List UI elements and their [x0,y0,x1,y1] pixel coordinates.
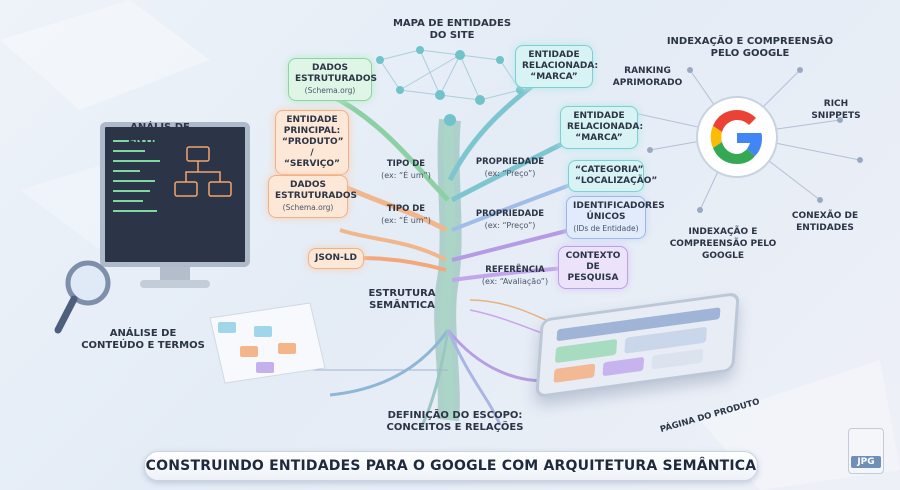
reference-label-title: REFERÊNCIA [485,265,545,275]
property-label-1: PROPRIEDADE (ex: “Preço”) [472,156,548,180]
jpg-file-icon: JPG [848,428,884,474]
entity-analysis-label: ANÁLIS DE ENTIDADES [127,122,193,145]
semantic-structure-label: ESTRUTURA SEMÂNTICA [368,288,436,311]
flowchart-card-graphic [209,302,326,384]
related-entity-box-1: ENTIDADE RELACIONADA: “MARCA” [515,45,598,88]
category-location-box: “CATEGORIA” “LOCALIZAÇÃO” [568,160,657,192]
unique-identifiers-title: IDENTIFICADORES ÚNICOS [573,201,665,222]
type-of-label-2-title: TIPO DE [386,204,426,214]
unique-identifiers-box: IDENTIFICADORES ÚNICOS (IDs de Entidade) [566,196,665,239]
type-of-label-2-sub: (ex: “É um”) [381,216,431,225]
ranking-label: RANKING APRIMORADO [612,66,683,88]
jpg-file-badge: JPG [851,456,881,468]
reference-label: REFERÊNCIA (ex: “Avaliação”) [470,264,560,288]
google-logo-icon [696,96,778,178]
unique-identifiers-sub: (IDs de Entidade) [573,224,639,233]
main-entity-box: ENTIDADE PRINCIPAL: “PRODUTO” / “SERVIÇO… [275,110,349,175]
code-diagram-graphic [113,140,232,212]
property-label-2-title: PROPRIEDADE [475,209,545,219]
rich-snippets-label: RICH SNIPPETS [811,99,861,121]
structured-data-box-1-sub: (Schema.org) [304,86,356,95]
type-of-label-1-title: TIPO DE [386,159,426,169]
type-of-label-2: TIPO DE (ex: “É um”) [368,203,444,227]
structured-data-box-2-title: DADOS ESTRUTURADOS [275,180,357,201]
reference-label-sub: (ex: “Avaliação”) [481,277,549,286]
entity-connection-label: CONEXÃO DE ENTIDADES [791,211,859,233]
property-label-2-sub: (ex: “Preço”) [484,221,536,230]
structured-data-box-1-title: DADOS ESTRUTURADOS [295,63,377,84]
property-label-1-sub: (ex: “Preço”) [484,169,536,178]
structured-data-box-2-sub: (Schema.org) [282,203,334,212]
structured-data-box-1: DADOS ESTRUTURADOS (Schema.org) [288,58,377,101]
jsonld-box: JSON-LD [308,248,364,269]
search-context-box: CONTEXTO DE PESQUISA [558,246,628,289]
content-analysis-label: ANÁLISE DE CONTEÚDO E TERMOS [81,328,205,351]
site-map-label: MAPA DE ENTIDADES DO SITE [392,18,512,41]
property-label-2: PROPRIEDADE (ex: “Preço”) [472,208,548,232]
magnifier-icon [54,260,111,334]
google-indexing-label: INDEXAÇÃO E COMPREENSÃO PELO GOOGLE [669,227,777,261]
computer-monitor-illustration [100,122,250,292]
type-of-label-1: TIPO DE (ex: “É um”) [368,158,444,182]
title-banner: CONSTRUINDO ENTIDADES PARA O GOOGLE COM … [144,451,758,481]
scope-definition-label: DEFINIÇÃO DO ESCOPO: CONCEITOS E RELAÇÕE… [386,410,524,433]
related-entity-box-2: ENTIDADE RELACIONADA: “MARCA” [560,106,643,149]
type-of-label-1-sub: (ex: “É um”) [381,171,431,180]
code-screen [100,122,250,267]
structured-data-box-2: DADOS ESTRUTURADOS (Schema.org) [268,175,357,218]
property-label-1-title: PROPRIEDADE [475,157,545,167]
google-indexing-title: INDEXAÇÃO E COMPREENSÃO PELO GOOGLE [666,36,834,59]
